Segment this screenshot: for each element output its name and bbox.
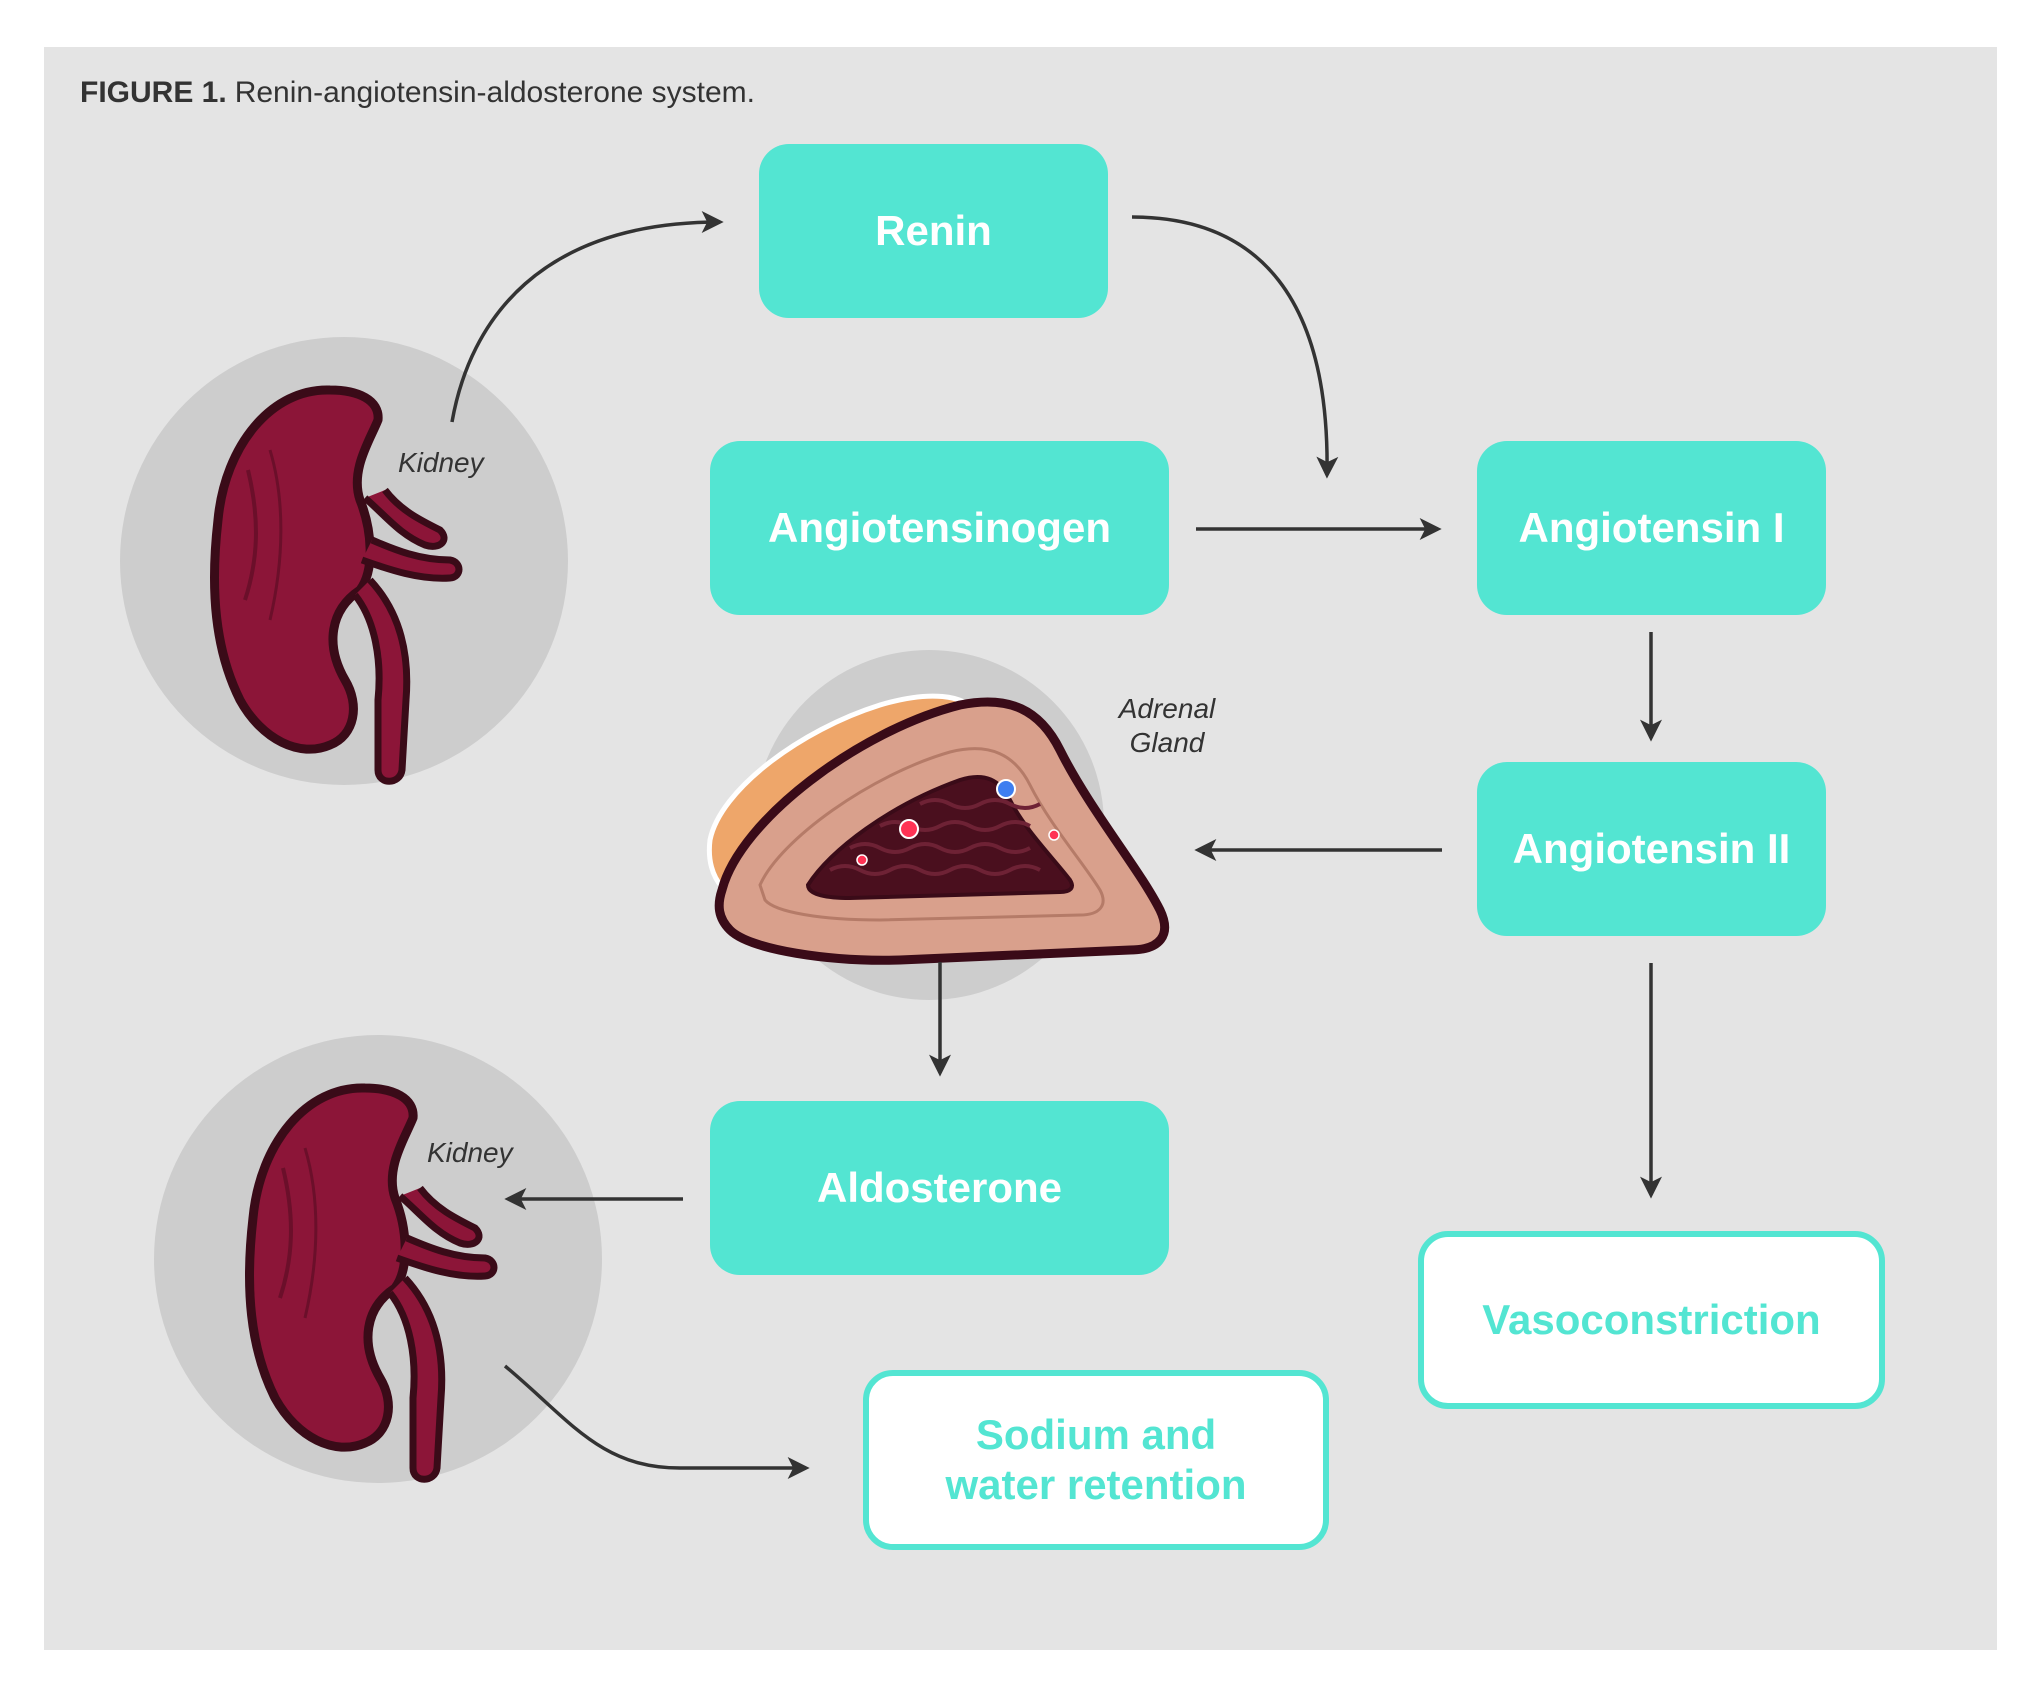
node-angiotensin-1-label: Angiotensin I	[1518, 504, 1785, 551]
arrow-renin-to-angiotensin-1	[1131, 215, 1339, 479]
node-vasoconstriction-label: Vasoconstriction	[1482, 1296, 1821, 1344]
caption-lead: FIGURE 1.	[80, 76, 227, 109]
flow-arrows	[450, 211, 1662, 1479]
node-angiotensinogen: Angiotensinogen	[710, 441, 1169, 615]
adrenal-label-line2: Gland	[1129, 726, 1205, 758]
node-vasoconstriction: Vasoconstriction	[1418, 1231, 1885, 1409]
node-angiotensin-1: Angiotensin I	[1477, 441, 1826, 615]
kidney-top-illustration	[209, 385, 463, 785]
caption-text: Renin-angiotensin-aldosterone system.	[234, 76, 755, 109]
node-sodium-water-retention-label: Sodium and water retention	[945, 1411, 1247, 1508]
figure-caption: FIGURE 1.Renin-angiotensin-aldosterone s…	[80, 76, 755, 110]
arrow-kidney-to-sodium-retention	[503, 1364, 810, 1479]
node-sodium-water-retention: Sodium and water retention	[863, 1370, 1329, 1550]
adrenal-gland-illustration	[706, 693, 1170, 965]
kidney-top-label: Kidney	[398, 447, 484, 478]
node-aldosterone-label: Aldosterone	[816, 1164, 1063, 1211]
node-aldosterone: Aldosterone	[710, 1101, 1169, 1275]
node-renin-label: Renin	[875, 207, 992, 254]
adrenal-label-line1: Adrenal	[1118, 693, 1216, 724]
node-renin: Renin	[759, 144, 1108, 318]
kidney-bottom-label: Kidney	[427, 1137, 513, 1168]
adrenal-gland-label: Adrenal Gland	[1102, 692, 1232, 759]
arrow-kidney-to-renin	[450, 211, 724, 423]
node-angiotensinogen-label: Angiotensinogen	[768, 504, 1111, 551]
kidney-bottom-illustration	[244, 1083, 498, 1483]
node-angiotensin-2: Angiotensin II	[1477, 762, 1826, 936]
node-angiotensin-2-label: Angiotensin II	[1512, 825, 1791, 872]
